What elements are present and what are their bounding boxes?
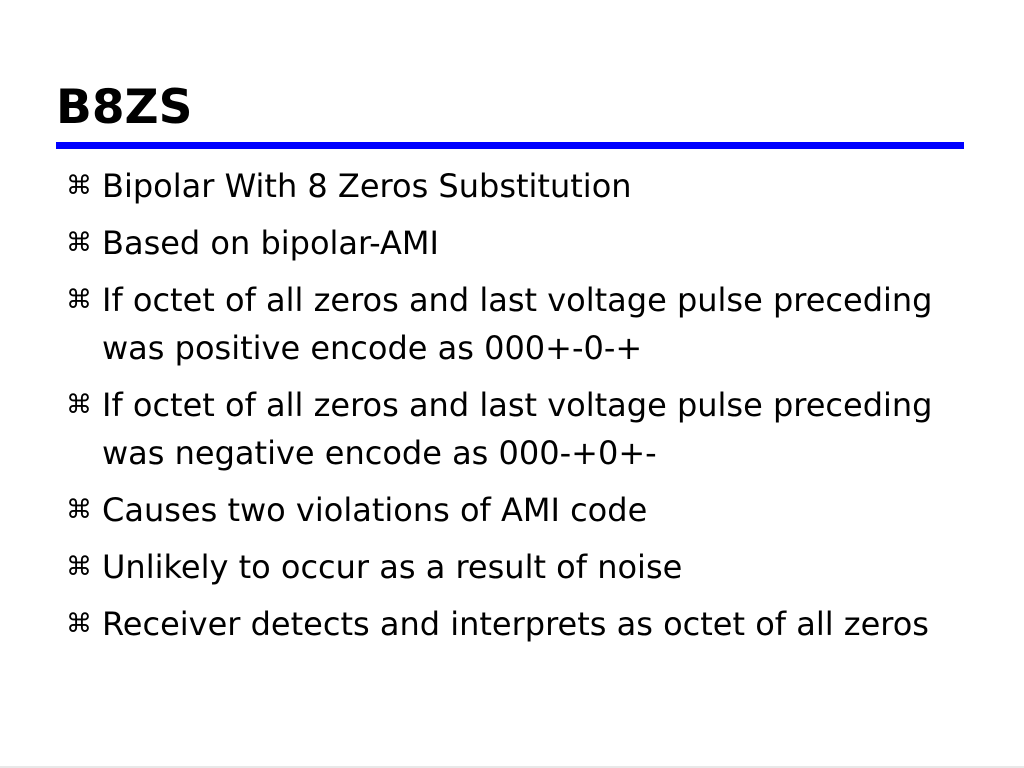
bullet-item: ⌘ Based on bipolar-AMI [64, 219, 964, 267]
command-key-icon: ⌘ [66, 285, 92, 315]
bullet-text: Based on bipolar-AMI [102, 224, 439, 262]
bullet-item: ⌘ Bipolar With 8 Zeros Substitution [64, 162, 964, 210]
bullet-text: If octet of all zeros and last voltage p… [102, 281, 933, 367]
slide-title: B8ZS [56, 80, 193, 135]
bullet-item: ⌘ If octet of all zeros and last voltage… [64, 276, 964, 372]
bullet-list: ⌘ Bipolar With 8 Zeros Substitution ⌘ Ba… [64, 162, 964, 657]
bullet-item: ⌘ Unlikely to occur as a result of noise [64, 543, 964, 591]
command-key-icon: ⌘ [66, 171, 92, 201]
command-key-icon: ⌘ [66, 609, 92, 639]
bullet-text: Bipolar With 8 Zeros Substitution [102, 167, 632, 205]
command-key-icon: ⌘ [66, 390, 92, 420]
bottom-divider [0, 766, 1024, 768]
bullet-text: If octet of all zeros and last voltage p… [102, 386, 933, 472]
bullet-text: Receiver detects and interprets as octet… [102, 605, 929, 643]
bullet-text: Causes two violations of AMI code [102, 491, 648, 529]
command-key-icon: ⌘ [66, 552, 92, 582]
bullet-item: ⌘ If octet of all zeros and last voltage… [64, 381, 964, 477]
command-key-icon: ⌘ [66, 228, 92, 258]
bullet-item: ⌘ Causes two violations of AMI code [64, 486, 964, 534]
bullet-text: Unlikely to occur as a result of noise [102, 548, 683, 586]
bullet-item: ⌘ Receiver detects and interprets as oct… [64, 600, 964, 648]
title-underline-rule [56, 142, 964, 149]
command-key-icon: ⌘ [66, 495, 92, 525]
